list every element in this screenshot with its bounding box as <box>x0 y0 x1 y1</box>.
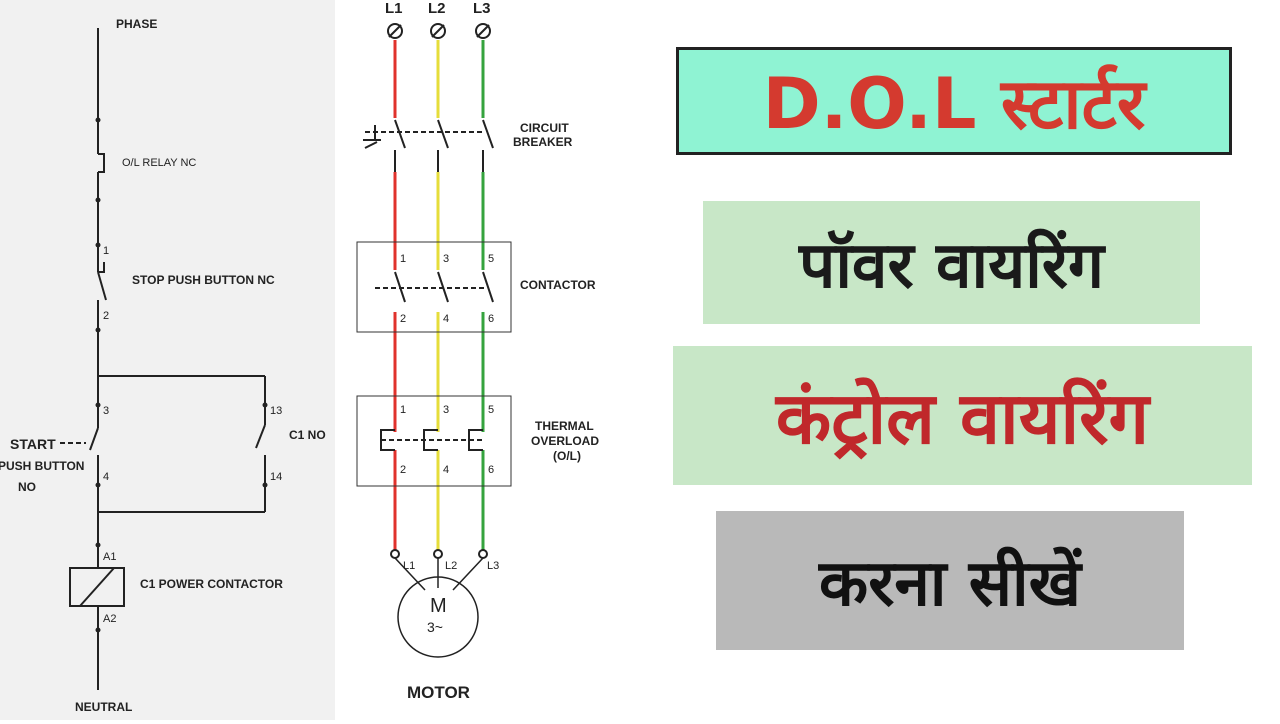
terminal-a2: A2 <box>103 613 116 625</box>
ol-t2: 2 <box>400 464 406 476</box>
motor-l2: L2 <box>445 560 457 572</box>
motor-symbol <box>397 576 479 658</box>
contactor-t6: 6 <box>488 313 494 325</box>
ol-t3: 3 <box>443 404 449 416</box>
terminal-l1-icon <box>387 23 403 39</box>
ol-t4: 4 <box>443 464 449 476</box>
c1-no-contact <box>255 424 266 449</box>
contactor-box <box>356 241 512 333</box>
power-wiring-title: पॉवर वायरिंग <box>703 201 1200 324</box>
contactor-label: CONTACTOR <box>520 278 596 292</box>
motor-l3: L3 <box>487 560 499 572</box>
l1-label: L1 <box>385 0 403 17</box>
terminal-3: 3 <box>103 405 109 417</box>
terminal-1: 1 <box>103 245 109 257</box>
terminal-l2-icon <box>430 23 446 39</box>
contactor-t4: 4 <box>443 313 449 325</box>
push-button-label: PUSH BUTTON <box>0 459 84 473</box>
control-wiring-title: कंट्रोल वायरिंग <box>673 346 1252 485</box>
terminal-4: 4 <box>103 471 109 483</box>
breaker-label-2: BREAKER <box>513 135 573 149</box>
terminal-13: 13 <box>270 405 282 417</box>
power-circuit-panel: L1 L2 L3 CIRCUIT BREAKER 1 3 5 2 4 6 CON… <box>335 0 630 720</box>
contactor-t5: 5 <box>488 253 494 265</box>
stop-pb-label: STOP PUSH BUTTON NC <box>132 273 275 287</box>
ol-relay-nc-contact <box>98 153 105 173</box>
ol-relay-label: O/L RELAY NC <box>122 157 196 169</box>
ol-t1: 1 <box>400 404 406 416</box>
stop-pb-contact <box>97 271 107 301</box>
contactor-contacts <box>375 271 494 303</box>
control-circuit-panel: PHASE O/L RELAY NC 1 STOP PUSH BUTTON NC… <box>0 0 335 720</box>
terminal-2: 2 <box>103 310 109 322</box>
terminal-a1: A1 <box>103 551 116 563</box>
breaker-label-1: CIRCUIT <box>520 121 569 135</box>
start-pb-contact <box>89 427 99 451</box>
c1-no-label: C1 NO <box>289 428 326 442</box>
contactor-t2: 2 <box>400 313 406 325</box>
contactor-t3: 3 <box>443 253 449 265</box>
motor-m: M <box>430 595 447 617</box>
l3-label: L3 <box>473 0 491 17</box>
circuit-breaker <box>363 119 494 172</box>
control-circuit-diagram: PHASE O/L RELAY NC 1 STOP PUSH BUTTON NC… <box>0 17 326 714</box>
thermal-label-2: OVERLOAD <box>531 434 599 448</box>
main-title: D.O.L स्टार्टर <box>676 47 1232 155</box>
power-circuit-diagram: L1 L2 L3 CIRCUIT BREAKER 1 3 5 2 4 6 CON… <box>356 0 599 702</box>
terminal-l3-icon <box>475 23 491 39</box>
thermal-overload-elements <box>380 429 485 451</box>
thermal-label-1: THERMAL <box>535 419 594 433</box>
learn-title: करना सीखें <box>716 511 1184 650</box>
phase-label: PHASE <box>116 17 157 31</box>
start-label: START <box>10 436 56 452</box>
terminal-14: 14 <box>270 471 282 483</box>
motor-phase: 3~ <box>427 619 443 635</box>
l2-label: L2 <box>428 0 446 17</box>
contactor-t1: 1 <box>400 253 406 265</box>
neutral-label: NEUTRAL <box>75 700 132 714</box>
ol-t5: 5 <box>488 404 494 416</box>
motor-label: MOTOR <box>407 683 470 702</box>
thermal-overload-box <box>356 395 512 487</box>
thermal-label-3: (O/L) <box>553 449 581 463</box>
no-label: NO <box>18 480 36 494</box>
coil-label: C1 POWER CONTACTOR <box>140 577 283 591</box>
ol-t6: 6 <box>488 464 494 476</box>
motor-l1: L1 <box>403 560 415 572</box>
